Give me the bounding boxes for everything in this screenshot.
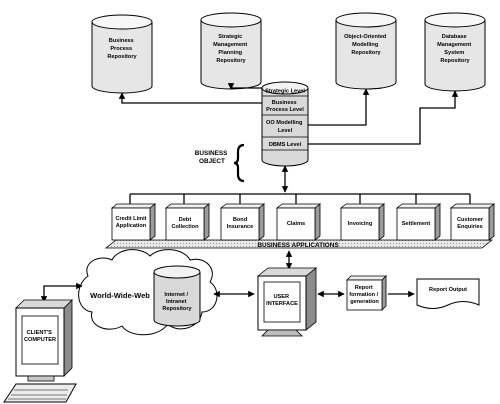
world-wide-web-label: World-Wide-Web <box>90 291 150 300</box>
business-process-level-label: Business Process Level <box>266 100 304 113</box>
strategic-planning-repository-label: Strategic Management Planning Repository <box>213 34 249 64</box>
svg-text:Invoicing: Invoicing <box>348 221 373 227</box>
report-output-label: Report Output <box>429 287 467 293</box>
report-formation-label: Report formation / generation <box>349 285 379 305</box>
repository-connectors <box>118 83 459 145</box>
client-computer-label: CLIENT'S COMPUTER <box>24 330 56 343</box>
business-applications-platform: BUSINESS APPLICATIONS <box>104 239 494 249</box>
user-interface-label: USER INTERFACE <box>266 294 298 307</box>
dbms-repository: Database Management System Repository <box>424 12 486 92</box>
internet-repository: Internet / Intranet Repository <box>153 265 201 327</box>
strategic-planning-repository: Strategic Management Planning Repository <box>200 12 262 90</box>
client-to-web-arrow <box>40 282 83 303</box>
report-formation-box: Report formation / generation <box>346 275 387 311</box>
business-process-repository-label: Business Process Repository <box>107 38 137 60</box>
dbms-level-label: DBMS Level <box>269 142 302 148</box>
svg-text:Claims: Claims <box>287 221 305 227</box>
user-interface-monitor: USER INTERFACE <box>256 267 318 337</box>
internet-repository-label: Internet / Intranet Repository <box>162 292 192 312</box>
business-process-repository: Business Process Repository <box>91 14 153 94</box>
business-object-cylinder: Strategic Level Business Process Level O… <box>261 81 309 167</box>
object-oriented-repository-label: Object-Oriented Modelling Repository <box>344 34 388 56</box>
object-oriented-repository: Object-Oriented Modelling Repository <box>335 12 397 90</box>
business-object-label: BUSINESS OBJECT <box>195 150 229 165</box>
dbms-repository-label: Database Management System Repository <box>437 34 473 64</box>
application-settlement: Settlement <box>395 203 442 241</box>
report-output-document: Report Output <box>416 278 480 309</box>
application-claims: Claims <box>275 203 322 241</box>
business-object-brace <box>233 143 245 183</box>
svg-text:Settlement: Settlement <box>402 221 431 227</box>
business-applications-label: BUSINESS APPLICATIONS <box>257 242 339 249</box>
oo-modelling-level-label: OO Modelling Level <box>266 120 304 134</box>
strategic-level-label: Strategic Level <box>265 89 305 95</box>
client-computer: CLIENT'S COMPUTER <box>3 299 77 403</box>
application-invoicing: Invoicing <box>339 203 386 241</box>
